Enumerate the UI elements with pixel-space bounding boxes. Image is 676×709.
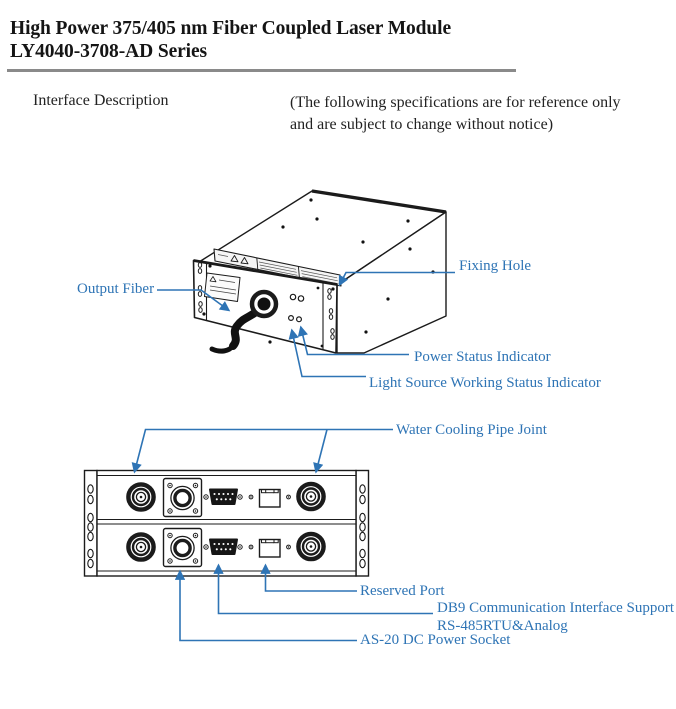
page-title: High Power 375/405 nm Fiber Coupled Lase… (10, 17, 451, 63)
disclaimer-note: (The following specifications are for re… (290, 92, 621, 136)
label-output-fiber: Output Fiber (77, 281, 155, 297)
side-face-screws (364, 247, 435, 334)
label-fixing-hole: Fixing Hole (459, 258, 532, 274)
callout-fixing-hole (338, 271, 455, 287)
callout-reserved-port (260, 563, 357, 592)
label-power-status: Power Status Indicator (414, 349, 551, 365)
front-panel-drawing (83, 469, 370, 577)
callout-light-source (288, 328, 366, 378)
label-as20-socket: AS-20 DC Power Socket (360, 632, 511, 648)
plate-screws (202, 264, 335, 348)
label-db9-line2: RS-485RTU&Analog (437, 617, 568, 634)
callout-water-cooling-left (131, 428, 393, 474)
laser-module-isometric-drawing (192, 189, 447, 354)
label-reserved-port: Reserved Port (360, 583, 445, 599)
label-db9-line1: DB9 Communication Interface Support (437, 600, 675, 616)
callout-as20 (174, 569, 357, 642)
disclaimer-line1: (The following specifications are for re… (290, 94, 621, 111)
callout-output-fiber (157, 289, 231, 312)
output-fiber-cable (209, 289, 279, 354)
callout-lines (131, 271, 455, 642)
callout-db9 (213, 563, 433, 615)
section-heading: Interface Description (33, 92, 169, 109)
page-title-line1: High Power 375/405 nm Fiber Coupled Lase… (10, 18, 452, 39)
callout-water-cooling-right (313, 429, 328, 474)
label-light-source: Light Source Working Status Indicator (369, 375, 601, 391)
label-db9-interface: DB9 Communication Interface Support RS-4… (437, 600, 674, 635)
callout-power-status (297, 325, 409, 356)
label-water-cooling: Water Cooling Pipe Joint (396, 422, 547, 438)
status-indicator-leds (288, 293, 305, 323)
title-divider (7, 69, 516, 72)
top-face-screws (281, 198, 410, 244)
flange-slots (197, 262, 335, 340)
page-title-line2: LY4040-3708-AD Series (10, 41, 208, 62)
product-sticker (204, 272, 241, 302)
disclaimer-line2: and are subject to change without notice… (290, 116, 554, 133)
rack-ear-slots (87, 484, 366, 569)
